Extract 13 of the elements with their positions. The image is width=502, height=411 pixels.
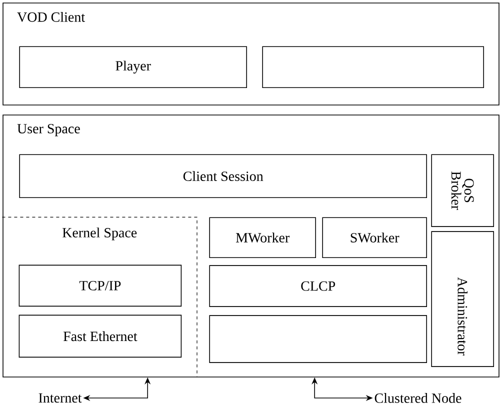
endpoint-label: Clustered Node [374,393,462,403]
component-box: SWorker [322,217,427,258]
component-box: MWorker [209,217,316,258]
component-box: TCP/IP [18,264,182,307]
component-box: CLCP [209,265,427,307]
component-box [209,315,427,363]
component-box: Client Session [19,154,427,198]
endpoint-label: Internet [38,393,82,403]
component-box: Administrator [431,231,494,367]
component-box [262,46,484,88]
component-box: Player [19,46,247,88]
component-box: Fast Ethernet [18,314,182,358]
component-box: QoS Broker [431,154,494,227]
